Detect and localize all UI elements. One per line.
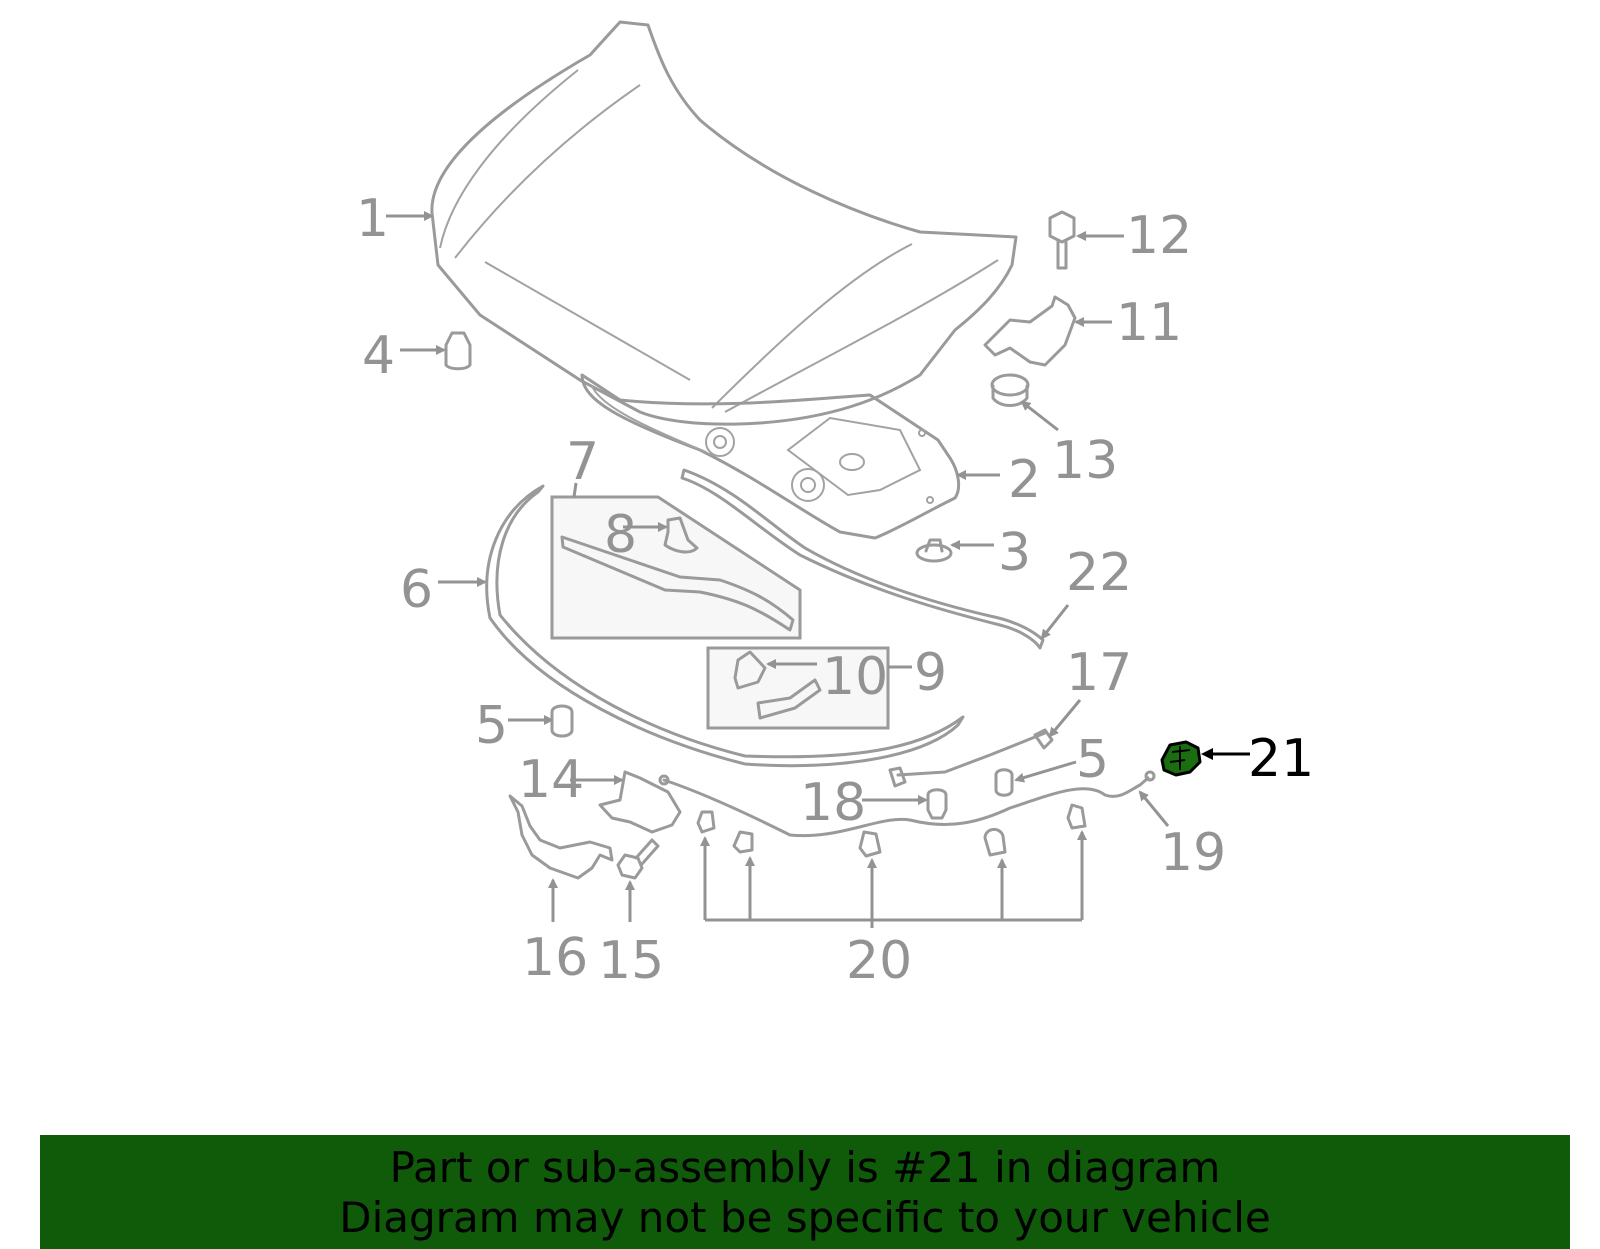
callout-18: 18 bbox=[800, 773, 866, 833]
callout-3: 3 bbox=[998, 523, 1031, 583]
callout-10: 10 bbox=[822, 647, 888, 707]
callout-4: 4 bbox=[362, 326, 395, 386]
parts-diagram: 1 2 3 4 5 6 7 8 9 10 11 12 13 14 15 16 1… bbox=[356, 20, 1314, 991]
part-7-box bbox=[550, 495, 802, 640]
clips-part-20 bbox=[696, 803, 1087, 858]
clip-part-18 bbox=[926, 788, 948, 820]
callout-20: 20 bbox=[846, 931, 912, 991]
callout-7: 7 bbox=[566, 432, 599, 492]
bumper-part-4 bbox=[444, 331, 472, 371]
callout-2: 2 bbox=[1008, 450, 1041, 510]
callout-17: 17 bbox=[1066, 643, 1132, 703]
highlighted-part-21 bbox=[1160, 740, 1202, 777]
grommet-part-3 bbox=[915, 538, 953, 563]
hood-part bbox=[430, 20, 1018, 426]
weatherstrip-part bbox=[485, 484, 965, 768]
latch-part-14 bbox=[598, 770, 682, 834]
hinge-part-11 bbox=[983, 295, 1077, 367]
callout-6: 6 bbox=[400, 560, 433, 620]
bracket-part-16 bbox=[508, 794, 614, 880]
banner-line-2: Diagram may not be specific to your vehi… bbox=[339, 1193, 1271, 1242]
callout-11: 11 bbox=[1116, 293, 1182, 353]
nut-part-13 bbox=[990, 373, 1030, 407]
callout-5-lower: 5 bbox=[1076, 730, 1109, 790]
banner-line-1: Part or sub-assembly is #21 in diagram bbox=[389, 1143, 1221, 1192]
callout-1: 1 bbox=[356, 189, 389, 249]
bumper-part-5 bbox=[550, 704, 1014, 797]
release-cable-part-19 bbox=[658, 770, 1156, 838]
hood-inner-panel-part bbox=[580, 373, 961, 540]
notice-banner: Part or sub-assembly is #21 in diagram D… bbox=[40, 1135, 1570, 1249]
bolt-part-15 bbox=[616, 838, 660, 880]
callout-22: 22 bbox=[1066, 543, 1132, 603]
callout-12: 12 bbox=[1126, 206, 1192, 266]
release-cable-part-17 bbox=[888, 728, 1054, 788]
callout-14: 14 bbox=[518, 750, 584, 810]
part-9-box bbox=[706, 646, 890, 730]
callout-labels: 1 2 3 4 5 6 7 8 9 10 11 12 13 14 15 16 1… bbox=[356, 189, 1314, 991]
callout-16: 16 bbox=[522, 928, 588, 988]
callout-5: 5 bbox=[475, 696, 508, 756]
callout-8: 8 bbox=[604, 505, 637, 565]
bolt-part-12 bbox=[1048, 210, 1076, 270]
callout-9: 9 bbox=[914, 643, 947, 703]
callout-19: 19 bbox=[1160, 823, 1226, 883]
callout-21: 21 bbox=[1248, 729, 1314, 789]
leader-lines bbox=[386, 211, 1250, 928]
callout-13: 13 bbox=[1052, 431, 1118, 491]
callout-15: 15 bbox=[598, 931, 664, 991]
seal-strip-part bbox=[680, 468, 1045, 650]
